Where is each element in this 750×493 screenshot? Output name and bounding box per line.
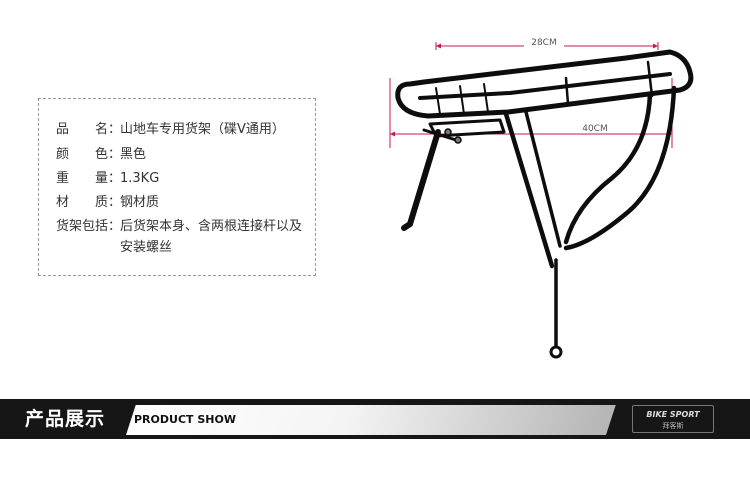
logo-sub-text: 拜客斯 bbox=[662, 422, 684, 430]
spec-label: 品 名： bbox=[56, 122, 122, 137]
rack-frame bbox=[395, 49, 694, 359]
spec-row-color: 颜 色：黑色 bbox=[56, 144, 306, 165]
spec-label: 货架包括： bbox=[56, 219, 122, 234]
product-show-banner: 产品展示 PRODUCT SHOW BIKE SPORT 拜客斯 bbox=[0, 399, 750, 439]
spec-label: 颜 色： bbox=[56, 147, 122, 162]
spec-value: 1.3KG bbox=[120, 171, 160, 186]
spec-row-includes: 货架包括：后货架本身、含两根连接杆以及安装螺丝 bbox=[56, 216, 306, 258]
brand-logo: BIKE SPORT 拜客斯 bbox=[632, 405, 714, 433]
width-label: 28CM bbox=[531, 38, 557, 48]
spec-value: 后货架本身、含两根连接杆以及安装螺丝 bbox=[120, 219, 303, 255]
logo-main-text: BIKE SPORT bbox=[646, 410, 700, 419]
width-dimension: 28CM bbox=[435, 36, 659, 50]
banner-subtitle: PRODUCT SHOW bbox=[134, 413, 236, 426]
spec-value: 山地车专用货架（碟V通用） bbox=[120, 122, 285, 137]
spec-row-name: 品 名：山地车专用货架（碟V通用） bbox=[56, 119, 306, 140]
spec-row-weight: 重 量：1.3KG bbox=[56, 168, 306, 189]
spec-value: 钢材质 bbox=[120, 195, 160, 210]
spec-label: 材 质： bbox=[56, 195, 122, 210]
spec-row-material: 材 质：钢材质 bbox=[56, 192, 306, 213]
spec-value: 黑色 bbox=[120, 147, 147, 162]
banner-title: 产品展示 bbox=[24, 408, 105, 430]
spec-box: 品 名：山地车专用货架（碟V通用） 颜 色：黑色 重 量：1.3KG 材 质：钢… bbox=[38, 98, 316, 276]
length-label: 40CM bbox=[582, 124, 608, 134]
spec-label: 重 量： bbox=[56, 171, 122, 186]
bike-rack-image: 28CM 40CM bbox=[389, 36, 694, 359]
